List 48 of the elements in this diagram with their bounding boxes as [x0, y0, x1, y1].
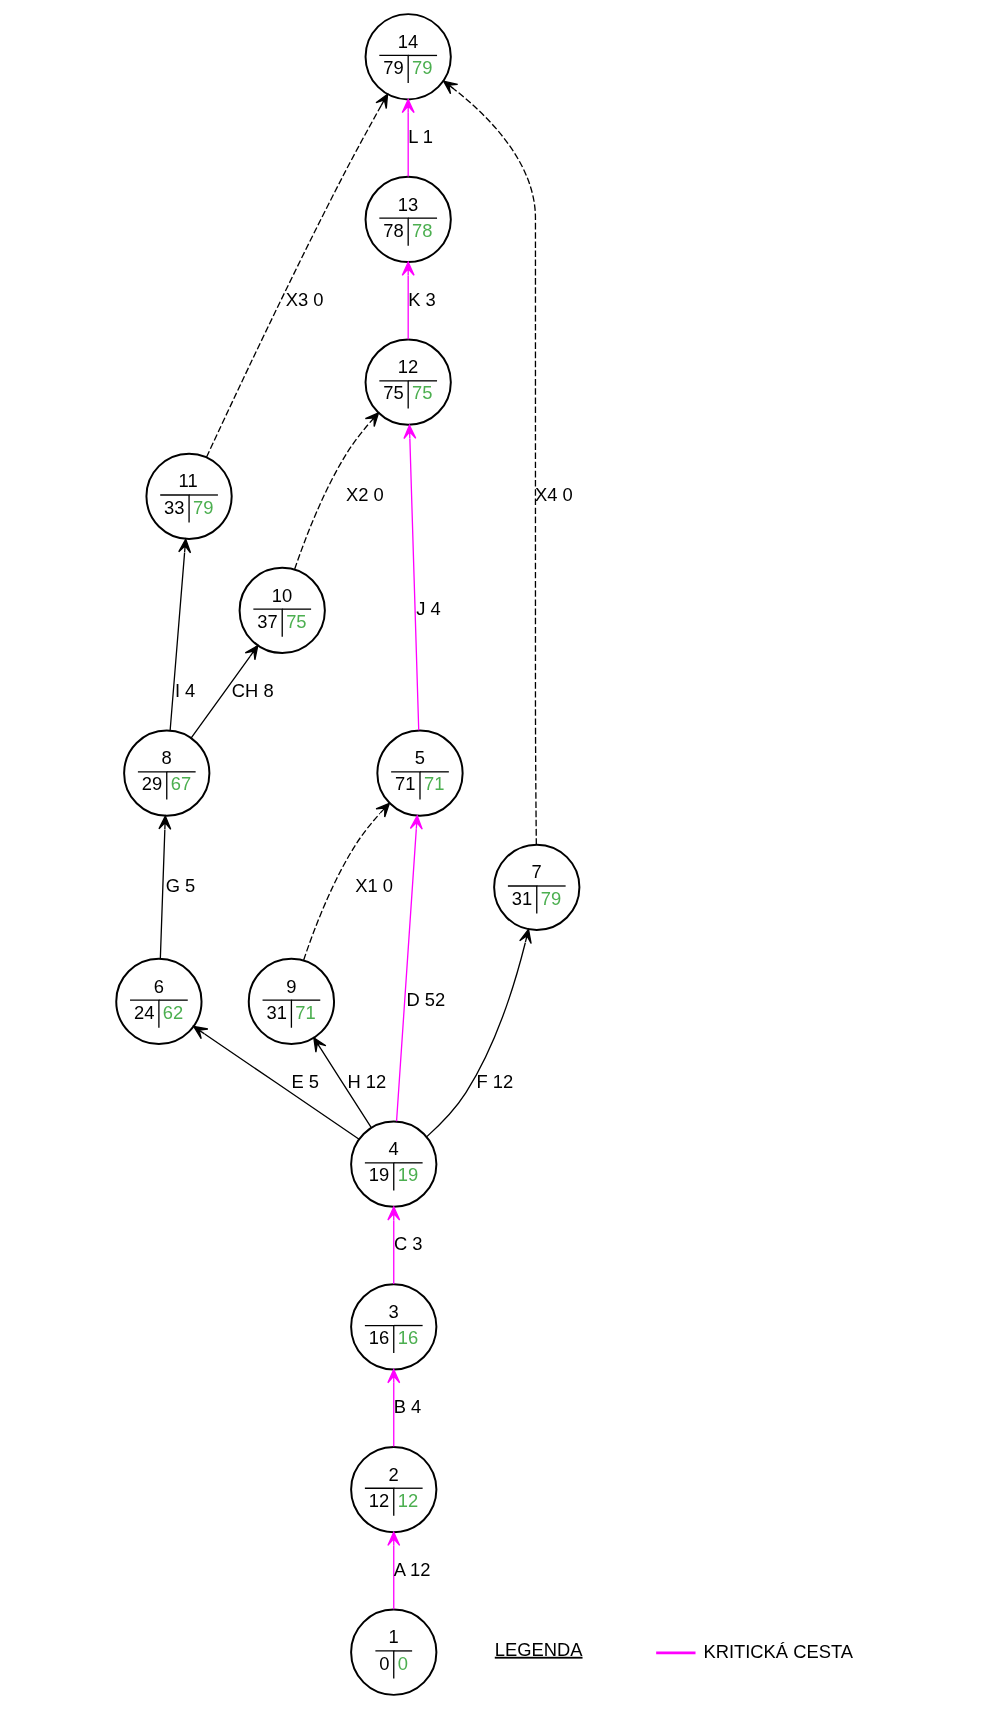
edge-label: X4 0: [534, 484, 573, 506]
arrow: [401, 98, 415, 178]
node-circle: 14 79 79: [364, 13, 452, 101]
edge-label: X1 0: [354, 875, 393, 897]
arrow: [192, 1025, 360, 1140]
arrow: [302, 802, 390, 961]
node-circle: 3 16 16: [349, 1283, 437, 1371]
edge-label: X3 0: [285, 288, 323, 310]
arrow: [395, 815, 423, 1122]
arrow: [386, 1206, 400, 1285]
edge-label: F 12: [475, 1070, 513, 1092]
arrow: [425, 928, 532, 1138]
edge-label: B 4: [393, 1396, 421, 1418]
edge-label: H 12: [346, 1070, 386, 1092]
edge-label: D 52: [406, 989, 445, 1011]
node-circle: 11 33 79: [144, 452, 233, 540]
arrow: [402, 424, 419, 731]
edge-label: K 3: [407, 288, 436, 310]
arrow: [205, 93, 388, 458]
edge-label: L 1: [407, 125, 433, 147]
label: LEGENDA: [494, 1638, 583, 1660]
arrow: [169, 538, 191, 731]
arrow: [190, 645, 258, 739]
arrow: [401, 261, 415, 340]
node-circle: 10 37 75: [238, 566, 326, 655]
arrow: [386, 1368, 400, 1448]
arrow: [442, 80, 537, 846]
arrow: [157, 815, 171, 960]
edge-label: A 12: [393, 1558, 430, 1580]
legend-label: KRITICKÁ CESTA: [702, 1640, 853, 1662]
node-circle: 1 0 0: [349, 1608, 437, 1696]
node-circle: 2 12 12: [349, 1445, 437, 1534]
arrow: [386, 1531, 400, 1610]
arrow: [293, 412, 379, 570]
edge-label: CH 8: [231, 679, 274, 701]
arrow: [312, 1037, 372, 1129]
edge-label: C 3: [393, 1233, 422, 1255]
node-circle: 13 78 78: [364, 175, 452, 264]
edge-label: G 5: [165, 875, 195, 897]
node-circle: 6 24 62: [114, 957, 202, 1046]
node-circle: 7 31 79: [492, 843, 580, 931]
node-circle: 8 29 67: [122, 729, 210, 817]
edge-label: J 4: [415, 598, 441, 620]
node-circle: 4 19 19: [349, 1120, 437, 1208]
edge-label: X2 0: [345, 484, 384, 506]
edge-label: I 4: [174, 679, 195, 701]
node-circle: 9 31 71: [247, 957, 335, 1046]
edge-label: E 5: [290, 1070, 319, 1092]
